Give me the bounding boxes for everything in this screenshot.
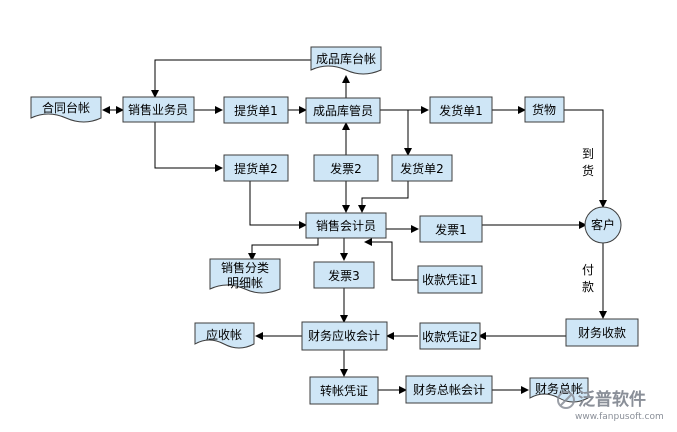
label-arrive-2: 货 [582, 163, 594, 178]
watermark-brand: 泛普软件 [578, 389, 646, 410]
circle-customer [584, 206, 622, 244]
ledger-contract [30, 96, 102, 123]
label-finance-receipt: 财务收款 [578, 325, 626, 340]
label-goods: 货物 [532, 102, 556, 117]
ledger-sales-detail [209, 258, 281, 294]
ledger-receivable [194, 322, 255, 349]
watermark: 泛普软件 www.fanpusoft.com [557, 389, 664, 422]
edge-goods-customer [564, 109, 607, 208]
label-invoice3: 发票3 [328, 268, 360, 283]
edge-accountant-detail [248, 238, 319, 261]
label-warehouse-keeper: 成品库管员 [313, 103, 373, 118]
label-gl-accountant: 财务总帐会计 [413, 382, 485, 397]
edge-labels: 到 货 付 款 [582, 147, 594, 294]
doc-ship1 [429, 96, 493, 124]
label-ship2: 发货单2 [400, 161, 444, 176]
box-transfer-voucher [309, 376, 379, 405]
ledger-warehouse [310, 46, 382, 75]
doc-ship2 [391, 154, 453, 182]
box-gl-accountant [405, 375, 493, 404]
doc-pick1 [223, 96, 289, 124]
box-sales-accountant [305, 212, 387, 239]
label-pick2: 提货单2 [234, 161, 278, 176]
doc-receipt2 [419, 322, 481, 350]
edge-ledger-sales [151, 59, 311, 98]
label-pay-1: 付 [582, 263, 594, 277]
label-warehouse-ledger: 成品库台帐 [316, 51, 376, 66]
label-sales-rep: 销售业务员 [128, 102, 188, 117]
label-sales-detail-1: 销售分类 [221, 260, 269, 275]
doc-invoice2 [313, 154, 379, 182]
label-sales-detail-2: 明细帐 [227, 275, 263, 290]
label-pay-2: 款 [582, 280, 594, 294]
label-invoice1: 发票1 [435, 222, 467, 237]
edge-pick2-accountant [249, 180, 307, 229]
doc-invoice1 [419, 215, 483, 243]
box-sales-rep [122, 96, 195, 123]
node-labels: 成品库台帐 合同台帐 销售业务员 提货单1 成品库管员 发货单1 货物 提货单2… [42, 51, 626, 398]
edge-voucher1-accountant [364, 238, 418, 281]
label-general-ledger: 财务总帐 [535, 381, 583, 396]
box-goods [524, 96, 565, 123]
connectors [102, 59, 607, 394]
label-arrive-1: 到 [582, 147, 594, 161]
label-receipt2: 收款凭证2 [422, 329, 478, 344]
label-contract-ledger: 合同台帐 [42, 100, 90, 115]
label-transfer-voucher: 转帐凭证 [320, 383, 368, 398]
box-warehouse-keeper [305, 97, 381, 124]
doc-receipt1 [417, 265, 483, 294]
doc-pick2 [223, 154, 289, 182]
shapes [30, 46, 639, 405]
doc-invoice3 [313, 261, 375, 289]
label-ship1: 发货单1 [439, 103, 483, 118]
label-ar-accountant: 财务应收会计 [308, 328, 380, 343]
label-pick1: 提货单1 [234, 103, 278, 118]
label-receivable: 应收帐 [206, 327, 242, 342]
watermark-url: www.fanpusoft.com [575, 412, 664, 422]
edge-sales-pick2 [154, 122, 223, 172]
label-sales-accountant: 销售会计员 [316, 218, 376, 233]
fanpu-logo-icon [557, 391, 575, 409]
label-customer: 客户 [591, 217, 615, 232]
label-receipt1: 收款凭证1 [422, 272, 478, 287]
box-ar-accountant [301, 321, 388, 351]
edge-ship2-accountant [358, 180, 409, 213]
box-finance-receipt [565, 318, 639, 347]
label-invoice2: 发票2 [330, 161, 362, 176]
